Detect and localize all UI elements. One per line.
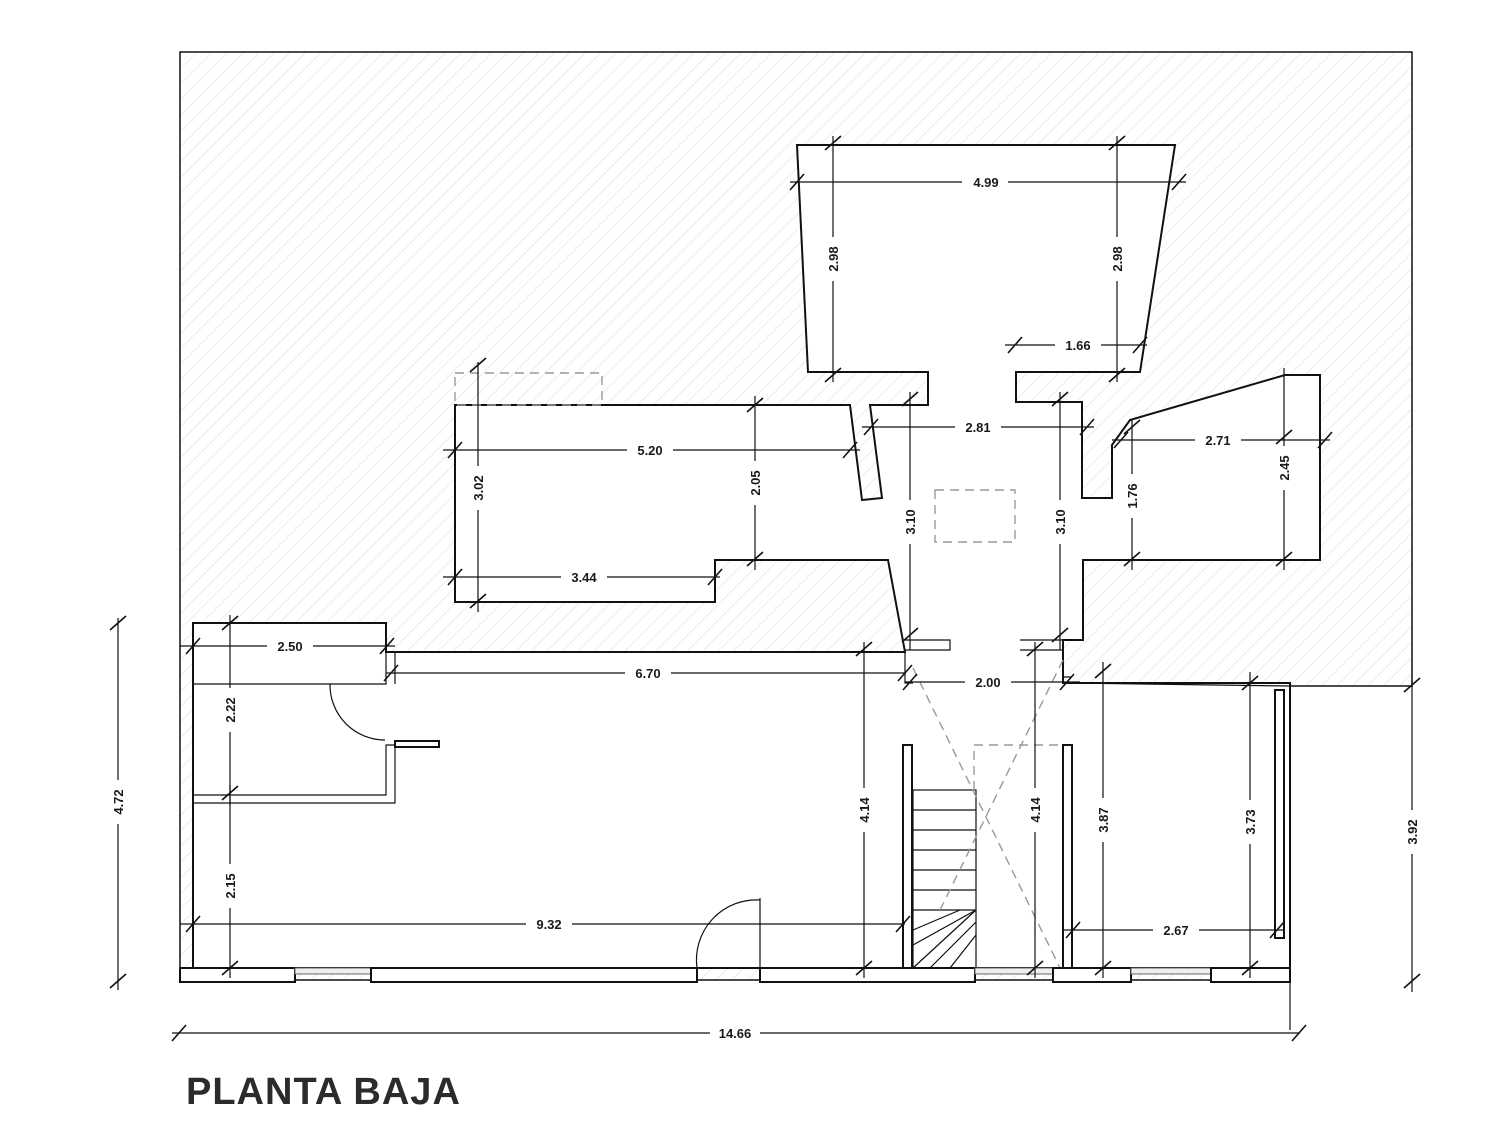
dim-lower-right-width: 2.67: [1163, 923, 1188, 938]
dim-right-room-inner: 1.76: [1125, 483, 1140, 508]
dim-left-room-height: 3.02: [471, 475, 486, 500]
dim-stair-height: 4.14: [1028, 797, 1043, 823]
dim-hall-width: 2.81: [965, 420, 990, 435]
plan-title: PLANTA BAJA: [186, 1071, 461, 1113]
dim-top-room-left: 2.98: [826, 246, 841, 271]
dim-lower-right-left: 3.87: [1096, 807, 1111, 832]
hall-skylight: [934, 489, 1016, 543]
dim-hall-right-height: 3.10: [1053, 509, 1068, 534]
ground-floor-footprint: [192, 144, 1321, 969]
dim-lower-right-right: 3.73: [1243, 809, 1258, 834]
dim-small-room-height: 2.22: [223, 697, 238, 722]
dim-left-room-bottom: 3.44: [571, 570, 597, 585]
dim-left-room-inner: 2.05: [748, 470, 763, 495]
dim-main-bottom: 9.32: [536, 917, 561, 932]
dim-left-height: 4.72: [111, 789, 126, 814]
dim-hall-left-height: 3.10: [903, 509, 918, 534]
dim-left-room-width: 5.20: [637, 443, 662, 458]
doors: [329, 683, 761, 969]
dim-right-room-width: 2.71: [1205, 433, 1230, 448]
dim-right-height: 3.92: [1405, 819, 1420, 844]
dim-small-room-width: 2.50: [277, 639, 302, 654]
staircase: [912, 789, 977, 969]
dim-main-width: 6.70: [635, 666, 660, 681]
dim-top-room-width: 4.99: [973, 175, 998, 190]
dim-stair-width: 2.00: [975, 675, 1000, 690]
dim-total-width: 14.66: [719, 1026, 752, 1041]
front-facade: [179, 967, 1291, 983]
dim-main-height: 4.14: [857, 797, 872, 823]
vertical-dimension-labels: 4.72 3.92 2.98 2.98 3.02 2.05 3.10 3.10 …: [110, 237, 1420, 908]
dim-right-room-height: 2.45: [1277, 455, 1292, 480]
dim-lower-left-height: 2.15: [223, 873, 238, 898]
dimension-labels: 14.66 4.99 1.66 5.20 2.81 2.71 3.44 2.50…: [267, 174, 1241, 1041]
dim-top-room-notch: 1.66: [1065, 338, 1090, 353]
dim-top-room-right: 2.98: [1110, 246, 1125, 271]
